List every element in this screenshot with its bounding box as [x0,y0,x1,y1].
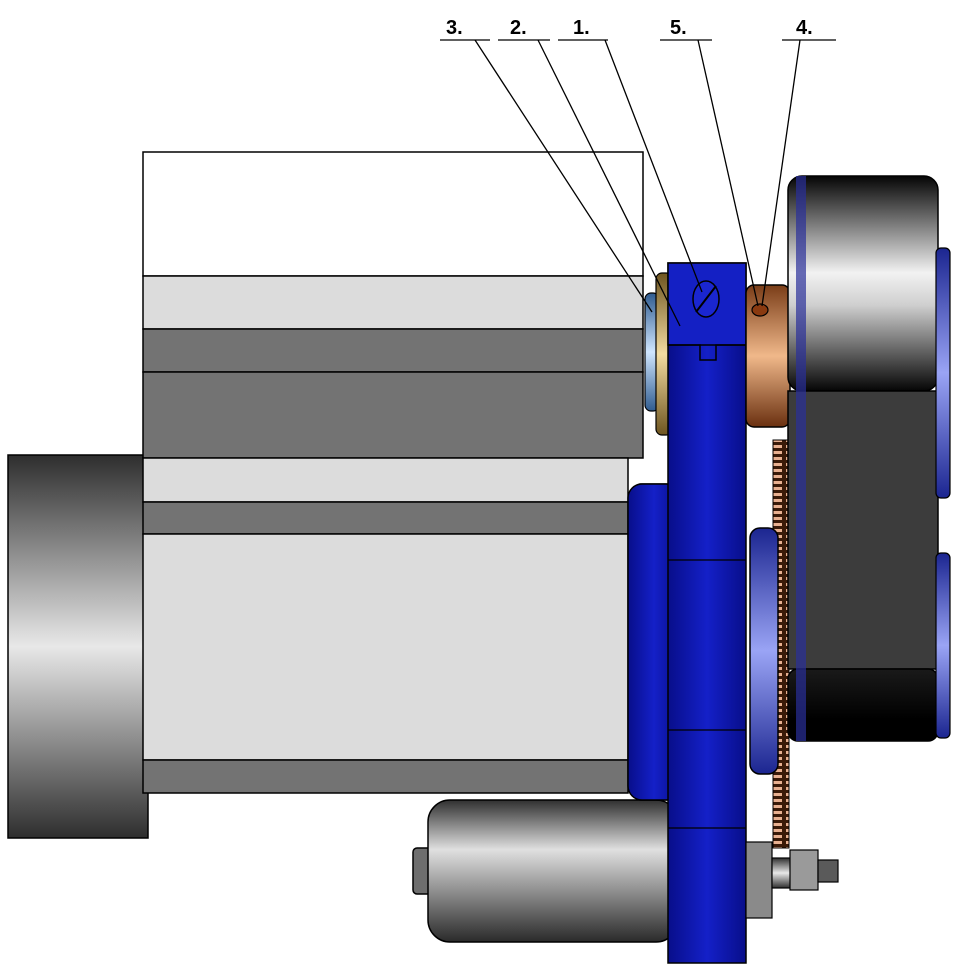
leader-3-diag [474,39,653,313]
leader-1-diag [604,39,703,293]
callout-5: 5. [670,17,687,39]
large-drum-pulley [787,175,951,742]
callout-4: 4. [796,17,813,39]
left-end-cylinder [7,454,149,839]
leader-2-diag [537,39,681,327]
callout-labels: 3. 2. 1. 5. 4. [446,17,813,39]
leader-5-diag [697,39,759,307]
callout-3: 3. [446,17,463,39]
output-shaft [745,841,839,919]
main-housing [142,151,644,794]
leader-lines [440,39,836,327]
small-blue-pulley [749,527,779,775]
screw-head [692,280,720,318]
blue-bracket [667,262,747,964]
copper-ring [745,284,791,428]
lower-motor-cylinder [412,799,679,943]
callout-1: 1. [573,17,590,39]
callout-2: 2. [510,17,527,39]
leader-4-diag [761,39,801,307]
